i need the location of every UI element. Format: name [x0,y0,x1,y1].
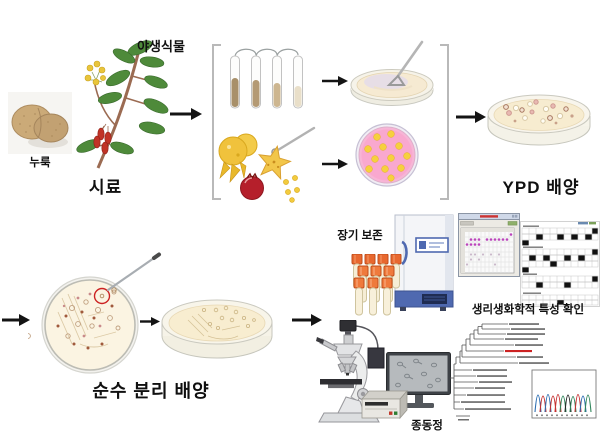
serial-dilution-tubes-illustration [224,44,308,112]
arrow-icon [140,316,160,327]
inoculation-loop-icon [276,126,316,152]
bracket [212,44,221,200]
traits-stage-label: 생리생화학적 특성 확인 [471,304,585,316]
ypd-plate-illustration [486,80,592,152]
arrow-icon [292,313,322,327]
isolation-plate-illustration [28,252,164,374]
phylogenetic-tree-illustration [448,320,600,428]
monitor-illustration [386,352,452,410]
plate-reader-software-screenshot [458,213,520,277]
inoculation-needle-icon [106,256,156,292]
sequencing-chromatogram-inset [531,369,597,419]
arrow-icon [170,107,202,121]
isolation-stage-label: 순수 분리 배양 [92,381,210,401]
spread-plate-illustration [348,40,436,112]
fruit-samples-illustration [212,120,318,208]
microscope-illustration [316,320,386,424]
streak-plate-illustration [160,280,274,368]
sample-stage-label: 시료 [88,178,123,197]
highlighted-taxon-label [505,350,532,353]
arrow-icon [2,313,30,327]
pink-colony-plate-illustration [355,122,419,188]
assay-results-table [520,221,600,307]
bracket [440,44,449,200]
storage-stage-label: 장기 보존 [337,230,383,242]
pc-tower-illustration [360,390,408,420]
wild-plant-illustration [66,36,174,172]
nuruk-label: 누룩 [29,157,51,169]
arrow-icon [456,110,486,124]
arrow-icon [322,75,348,87]
arrow-icon [322,158,348,170]
wild-plant-label: 야생식물 [137,39,185,54]
cryovial-rack-illustration [350,254,406,316]
ypd-stage-label: YPD 배양 [502,178,580,197]
nuruk-photo [8,92,72,154]
identification-stage-label: 종동정 [411,420,443,432]
camera-unit [367,347,385,369]
deep-freezer-illustration [392,214,458,312]
